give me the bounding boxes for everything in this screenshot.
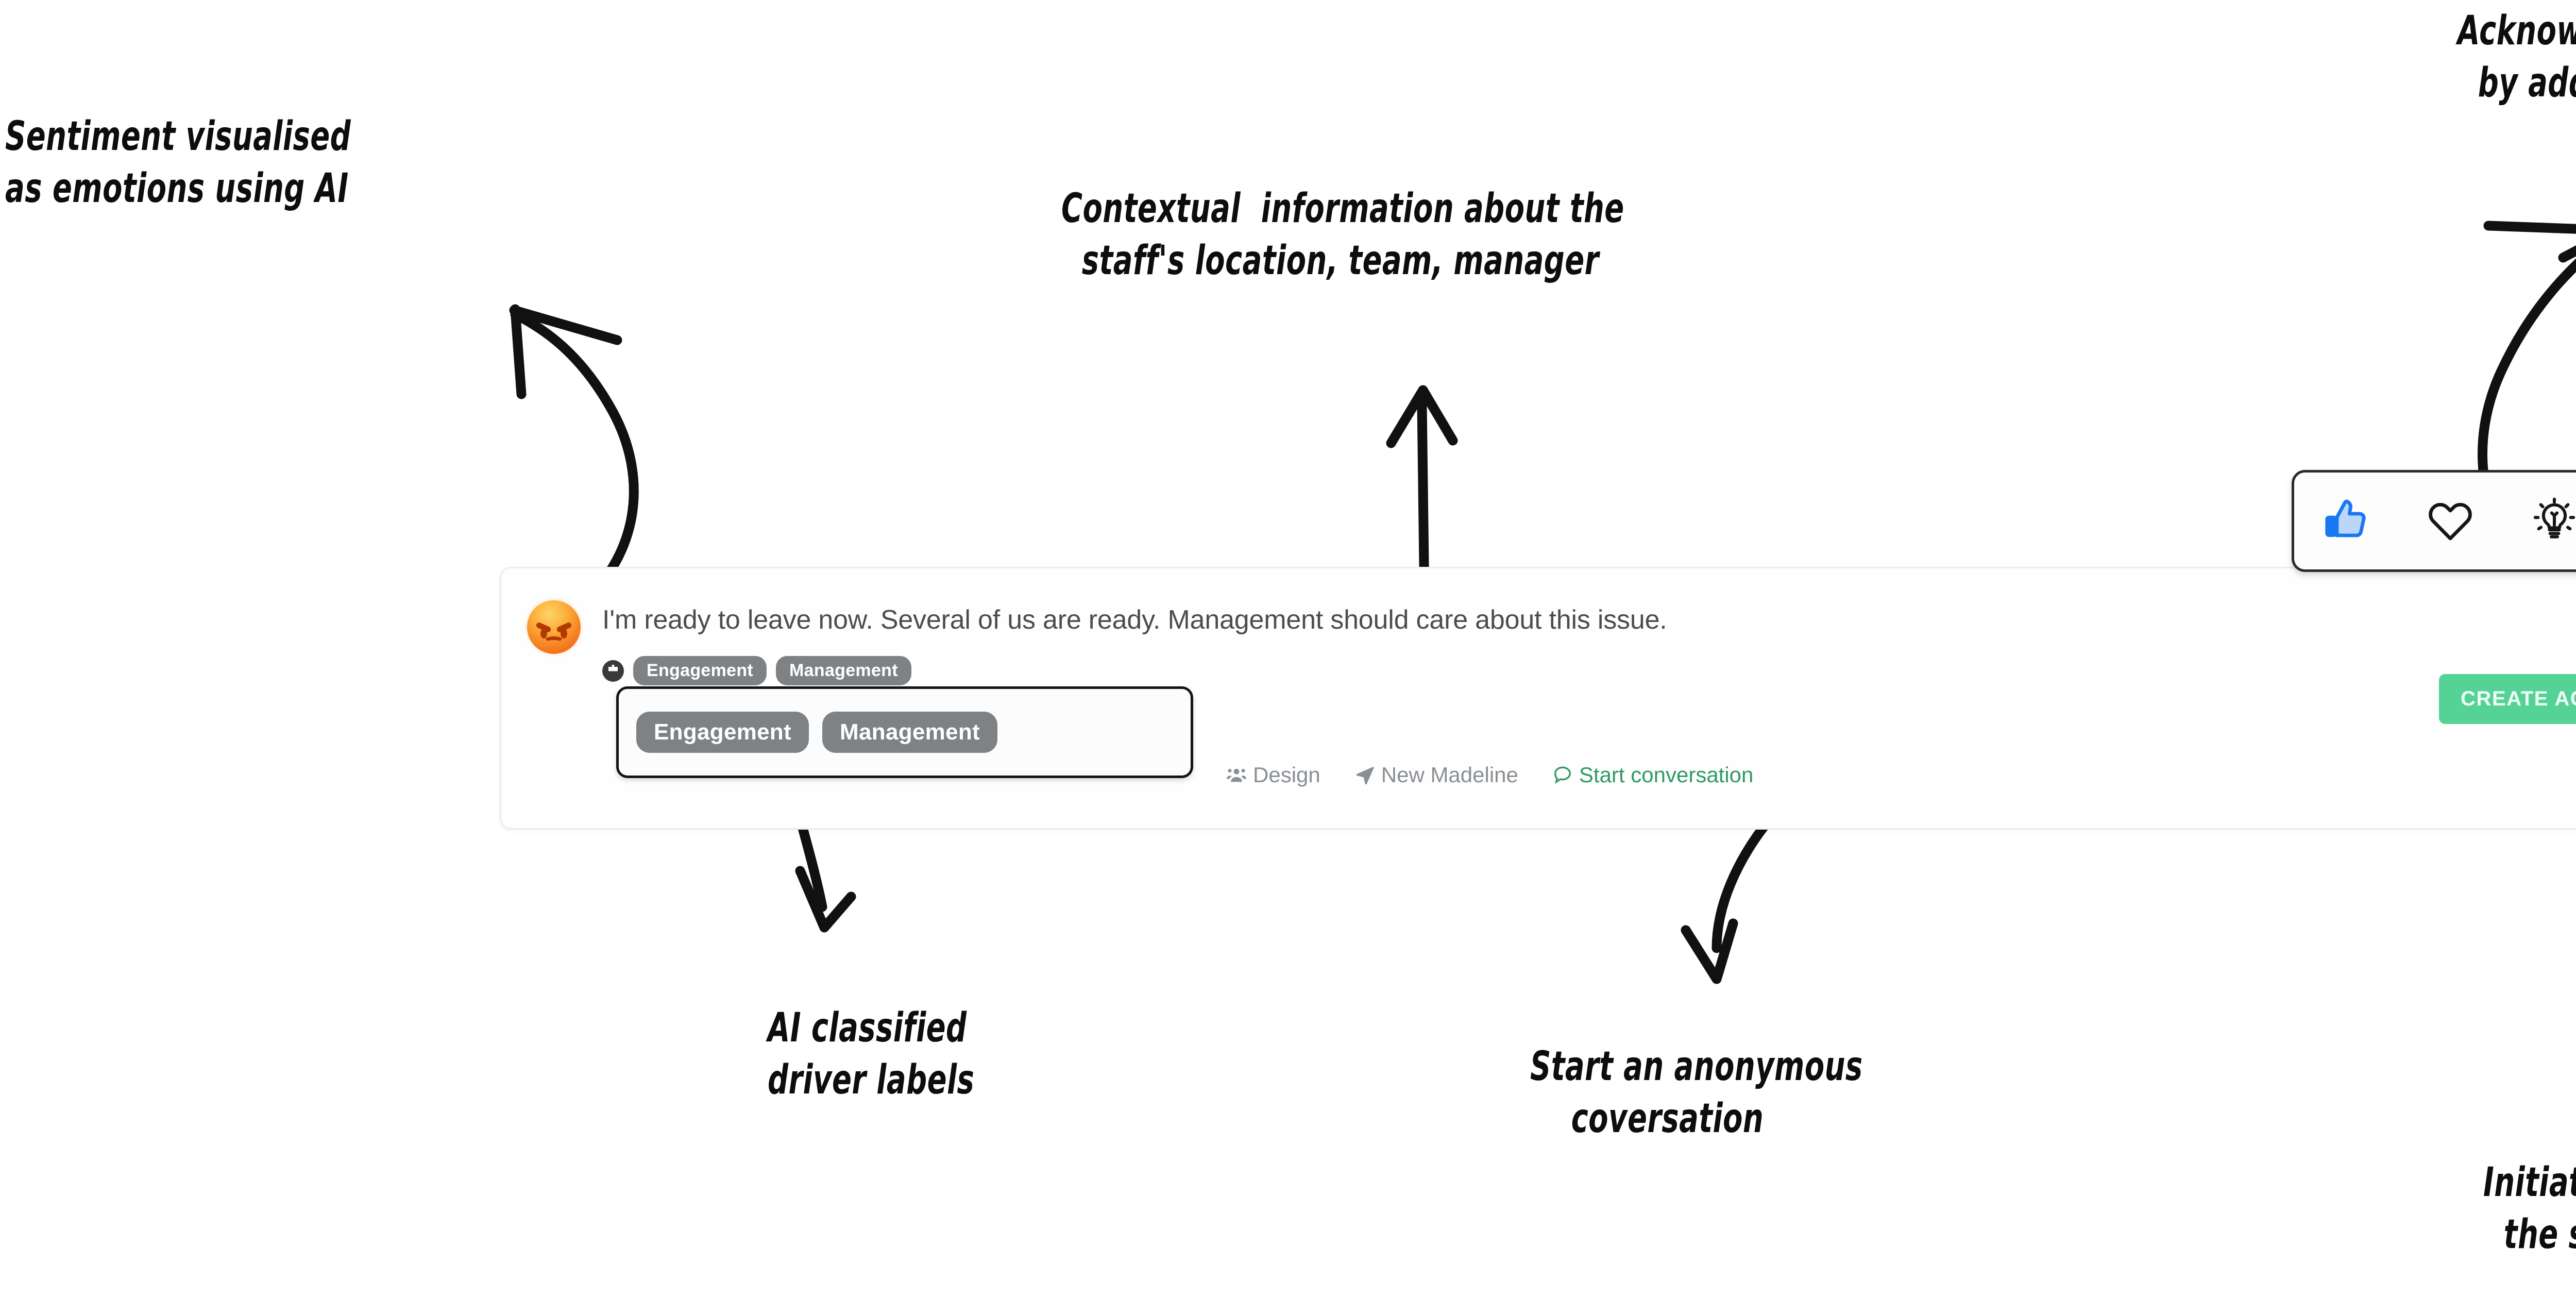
annotation-action: Initiate Action or Identify the status o…: [2483, 1157, 2576, 1260]
meta-location-label: New Madeline: [1381, 763, 1518, 787]
meta-location[interactable]: New Madeline: [1354, 763, 1518, 787]
reaction-picker-panel[interactable]: [2292, 470, 2576, 572]
annotation-drivers-line2: driver labels: [768, 1055, 975, 1103]
annotation-reactions: Acknowledge feedback by adding reactions: [2458, 5, 2576, 109]
driver-tags-zoom-callout: Engagement Management: [616, 686, 1193, 778]
annotation-conversation-line1: Start an anonymous: [1530, 1042, 1863, 1090]
zoom-tag-management[interactable]: Management: [822, 712, 997, 753]
location-arrow-icon: [1356, 767, 1374, 785]
annotation-drivers-line1: AI classified: [768, 1004, 967, 1052]
annotation-contextual-line2: staff's location, team, manager: [1081, 236, 1599, 284]
annotation-sentiment-line1: Sentiment visualised: [5, 112, 351, 160]
driver-tag-row: Engagement Management: [602, 656, 911, 685]
annotation-conversation-line2: coversation: [1571, 1094, 1764, 1142]
annotation-action-line2: the status of action: [2503, 1210, 2576, 1258]
emoji-mouth: [543, 636, 565, 648]
reaction-option-insightful[interactable]: [2523, 490, 2576, 552]
arrow-conversation: [1711, 814, 1775, 953]
driver-tag-management[interactable]: Management: [776, 656, 911, 685]
angry-face-emoji: [527, 600, 581, 654]
reaction-option-love[interactable]: [2419, 490, 2481, 552]
annotation-action-line1: Initiate Action or Identify: [2483, 1158, 2576, 1206]
arrow-reactions-head: [2558, 245, 2576, 263]
start-conversation-link[interactable]: Start conversation: [1552, 763, 1754, 787]
arrow-sentiment-head: [509, 304, 622, 399]
zoom-tag-engagement[interactable]: Engagement: [636, 712, 809, 753]
annotation-reactions-line1: Acknowledge feedback: [2458, 7, 2576, 55]
meta-team[interactable]: Design: [1226, 763, 1320, 787]
reaction-option-like[interactable]: [2315, 490, 2377, 552]
arrow-drivers-head: [795, 866, 856, 933]
annotation-sentiment-line2: as emotions using AI: [5, 164, 349, 212]
chat-bubble-icon: [1554, 766, 1571, 784]
annotation-contextual: Contextual information about the staff's…: [1061, 183, 1624, 287]
arrow-contextual-head: [1386, 385, 1458, 448]
users-group-icon: [1227, 769, 1246, 782]
comment-text: I'm ready to leave now. Several of us ar…: [602, 605, 1667, 635]
emoji-eye-left: [540, 629, 547, 638]
anonymous-user-icon: [602, 660, 624, 682]
annotation-contextual-line1: Contextual information about the: [1061, 184, 1624, 232]
emoji-eye-right: [561, 629, 567, 638]
lightbulb-icon: [2533, 497, 2575, 538]
context-meta-row: Design New Madeline Start conversation: [1226, 763, 1753, 787]
arrow-sentiment: [510, 309, 639, 613]
annotation-conversation: Start an anonymous coversation: [1530, 1041, 1863, 1144]
start-conversation-label: Start conversation: [1579, 763, 1754, 787]
meta-team-label: Design: [1253, 763, 1320, 787]
arrow-reactions-head2: [2483, 221, 2576, 234]
heart-icon: [2429, 503, 2472, 541]
annotation-reactions-line2: by adding reactions: [2478, 58, 2576, 106]
thumbs-up-icon: [2325, 499, 2366, 537]
create-action-button[interactable]: CREATE ACTION: [2439, 674, 2576, 724]
driver-tag-engagement[interactable]: Engagement: [633, 656, 767, 685]
arrow-conversation-head: [1681, 918, 1738, 984]
